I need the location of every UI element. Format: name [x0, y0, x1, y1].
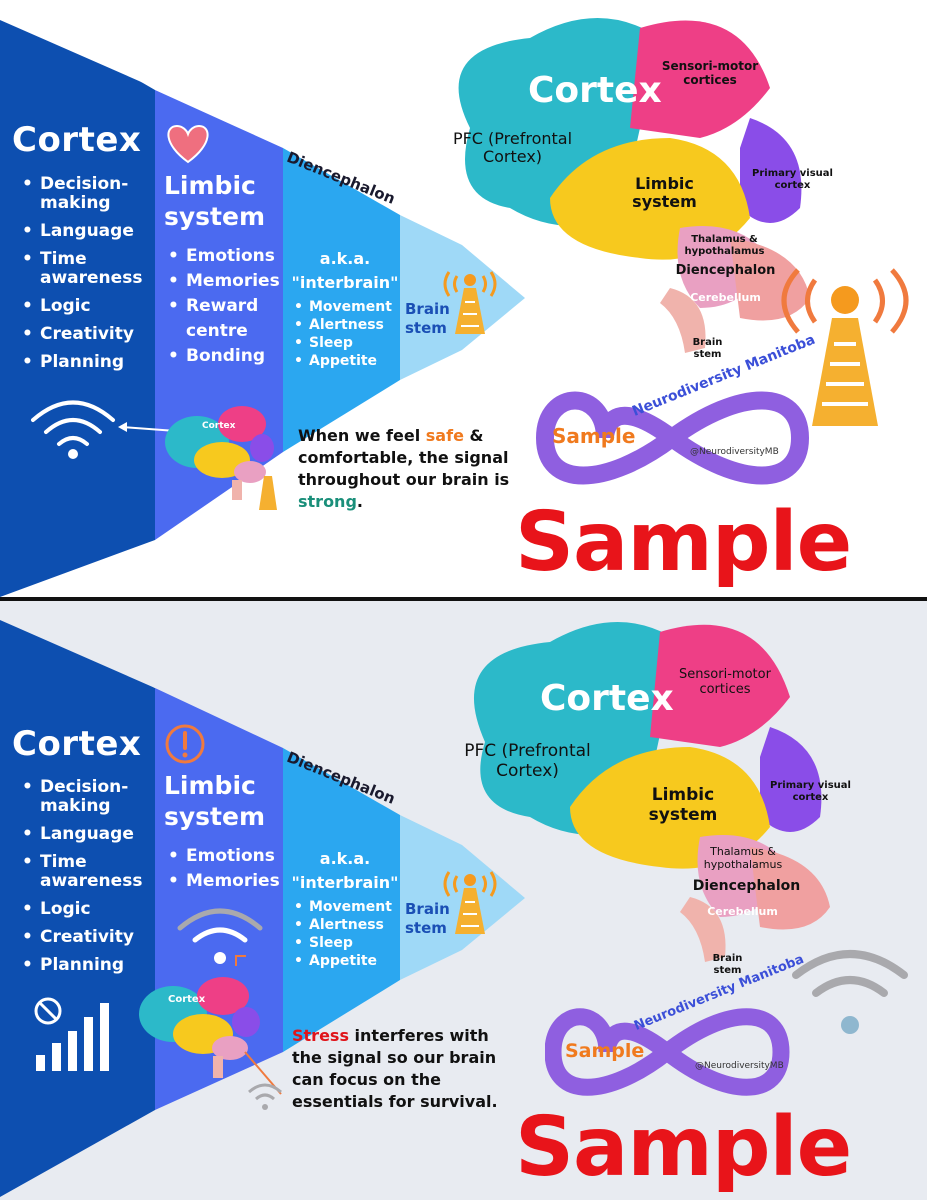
- weak-signal-bars-icon: [34, 997, 109, 1071]
- svg-text:Cortex: Cortex: [202, 421, 236, 431]
- thalamus-label: Thalamus & hypothalamus: [703, 845, 783, 871]
- limbic-region-label: Limbic system: [632, 174, 697, 212]
- list-item: Decision-making: [22, 778, 152, 816]
- thalamus-label: Thalamus & hypothalamus: [684, 234, 765, 257]
- list-item: Emotions: [168, 844, 280, 869]
- cortex-function-list: Decision-making Language Time awareness …: [22, 175, 152, 381]
- warning-icon: [165, 724, 205, 764]
- neurodiversity-logo: [535, 391, 810, 485]
- sensori-motor-label: Sensori-motor cortices: [679, 667, 771, 697]
- signal-tower-icon: [443, 271, 497, 334]
- pfc-label: PFC (Prefrontal Cortex): [452, 129, 573, 167]
- funnel-top-edge: [0, 600, 155, 688]
- social-handle: @NeurodiversityMB: [690, 447, 779, 457]
- cerebellum-label: Cerebellum: [707, 905, 778, 918]
- logo-sample-label: Sample: [565, 1040, 645, 1062]
- wifi-strong-icon: [31, 400, 115, 459]
- wifi-weak-icon: [177, 908, 263, 964]
- brain-illustration: [458, 18, 810, 353]
- stress-caption: Stress interferes with the signal so our…: [292, 1026, 498, 1111]
- list-item: Alertness: [294, 916, 392, 934]
- pfc-label: PFC (Prefrontal Cortex): [464, 741, 591, 781]
- limbic-title: Limbic system: [164, 171, 266, 231]
- list-item: Language: [22, 825, 152, 845]
- list-item: Appetite: [294, 352, 392, 370]
- limbic-region-label: Limbic system: [648, 785, 718, 825]
- brain-cortex-label: Cortex: [528, 70, 662, 111]
- list-item: Movement: [294, 298, 392, 316]
- wifi-weak-icon: [792, 950, 908, 1034]
- cortex-title: Cortex: [12, 724, 142, 764]
- list-item: Sleep: [294, 334, 392, 352]
- list-item: Creativity: [22, 928, 152, 948]
- brain-illustration: [473, 622, 830, 962]
- diencephalon-region-label: Diencephalon: [675, 263, 776, 278]
- funnel-top-edge: [0, 0, 155, 88]
- list-item: Planning: [22, 956, 152, 976]
- safe-panel: Cortex Decision-making Language Time awa…: [0, 0, 927, 600]
- cortex-title: Cortex: [12, 120, 142, 160]
- arrow-head-icon: [235, 955, 246, 966]
- diencephalon-function-list: Movement Alertness Sleep Appetite: [294, 298, 392, 370]
- sample-watermark: Sample: [515, 1100, 852, 1195]
- diencephalon-function-list: Movement Alertness Sleep Appetite: [294, 898, 392, 970]
- stress-panel: Cortex Decision-making Language Time awa…: [0, 600, 927, 1200]
- list-item: Memories: [168, 869, 280, 894]
- panel-divider: [0, 597, 927, 601]
- interbrain-label: a.k.a. "interbrain": [291, 249, 399, 292]
- limbic-title: Limbic system: [164, 771, 266, 831]
- interbrain-label: a.k.a. "interbrain": [291, 849, 399, 892]
- limbic-function-list: Emotions Memories Reward centre Bonding: [168, 244, 280, 369]
- neurodiversity-logo: [545, 1008, 790, 1096]
- list-item: Movement: [294, 898, 392, 916]
- primary-visual-label: Primary visual cortex: [752, 168, 833, 191]
- list-item: Sleep: [294, 934, 392, 952]
- list-item: Appetite: [294, 952, 392, 970]
- list-item: Emotions: [168, 244, 280, 269]
- wifi-faint-icon: [248, 1083, 282, 1110]
- signal-tower-icon: [781, 268, 909, 426]
- list-item: Alertness: [294, 316, 392, 334]
- social-handle: @NeurodiversityMB: [695, 1061, 784, 1071]
- arrow-icon: [118, 422, 177, 432]
- brainstem-label: Brain stem: [405, 900, 450, 937]
- brain-stem-label: Brain stem: [692, 337, 723, 360]
- brainstem-label: Brain stem: [405, 300, 450, 337]
- diencephalon-region-label: Diencephalon: [692, 878, 801, 894]
- list-item: Creativity: [22, 325, 152, 345]
- list-item: Bonding: [168, 344, 280, 369]
- limbic-function-list: Emotions Memories: [168, 844, 280, 894]
- list-item: Memories: [168, 269, 280, 294]
- list-item: Language: [22, 222, 152, 242]
- list-item: Time awareness: [22, 250, 152, 288]
- list-item: Logic: [22, 900, 152, 920]
- list-item: Planning: [22, 353, 152, 373]
- list-item: Time awareness: [22, 853, 152, 891]
- signal-tower-icon: [443, 871, 497, 934]
- list-item: Decision-making: [22, 175, 152, 213]
- cerebellum-label: Cerebellum: [690, 291, 761, 304]
- mini-brain-illustration: Cortex: [139, 977, 260, 1078]
- primary-visual-label: Primary visual cortex: [770, 780, 851, 803]
- list-item: Reward centre: [168, 294, 280, 344]
- svg-text:Cortex: Cortex: [168, 994, 206, 1005]
- list-item: Logic: [22, 297, 152, 317]
- brain-stem-label: Brain stem: [712, 953, 743, 976]
- logo-sample-label: Sample: [552, 424, 636, 448]
- sample-watermark: Sample: [515, 495, 852, 590]
- brain-cortex-label: Cortex: [540, 678, 674, 719]
- heart-icon: [167, 124, 209, 164]
- mini-brain-illustration: Cortex: [165, 406, 277, 510]
- cortex-function-list: Decision-making Language Time awareness …: [22, 778, 152, 984]
- safe-caption: When we feel safe & comfortable, the sig…: [298, 426, 510, 511]
- sensori-motor-label: Sensori-motor cortices: [661, 59, 759, 87]
